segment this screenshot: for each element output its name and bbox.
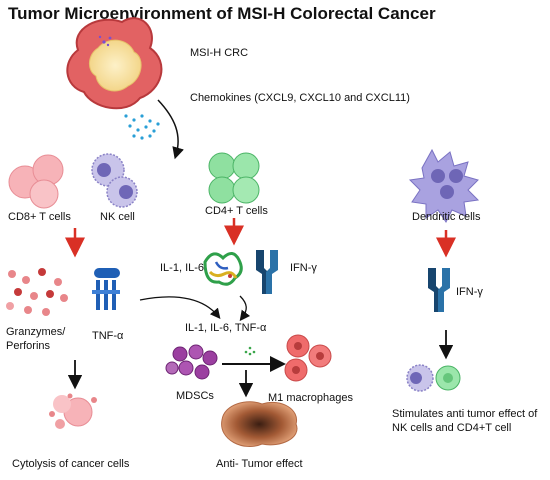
- label-chemokines: Chemokines (CXCL9, CXCL10 and CXCL11): [190, 92, 410, 104]
- label-stimulates-line1: Stimulates anti tumor effect of: [392, 408, 538, 420]
- label-mdscs: MDSCs: [176, 390, 214, 402]
- chemokine-dots: [124, 114, 160, 140]
- cd8-t-cells-icon: [8, 154, 64, 209]
- granzymes-perforins-icon: [6, 268, 68, 316]
- cytokine-dots-small: [244, 346, 256, 356]
- label-anti-tumor-effect: Anti- Tumor effect: [216, 458, 303, 470]
- label-dendritic-cells: Dendritic cells: [412, 211, 481, 223]
- label-m1-macrophages: M1 macrophages: [268, 392, 353, 404]
- label-cytolysis: Cytolysis of cancer cells: [12, 458, 130, 470]
- label-tnf-alpha: TNF-α: [92, 330, 124, 342]
- label-nk-cell: NK cell: [100, 211, 135, 223]
- tnf-merge-arrow: [139, 296, 221, 320]
- anti-tumor-lesion-icon: [221, 401, 298, 448]
- chemokine-arrow: [157, 99, 184, 160]
- label-cd4-t-cells: CD4+ T cells: [205, 205, 268, 217]
- figure-title: Tumor Microenvironment of MSI-H Colorect…: [8, 4, 436, 23]
- ifn-gamma-receptor-icon-right: [428, 268, 450, 312]
- label-msi-h-crc: MSI-H CRC: [190, 47, 249, 59]
- mdscs-icon: [165, 344, 218, 380]
- il1-il6-protein-icon: [203, 252, 243, 286]
- nk-cd4-cells-icon: [406, 364, 461, 392]
- dendritic-cells-icon: [408, 148, 480, 223]
- label-il1-il6: IL-1, IL-6: [160, 262, 205, 274]
- msi-h-crc-tumor-icon: [66, 17, 163, 110]
- label-perforins: Perforins: [6, 340, 51, 352]
- cd4-t-cells-icon: [208, 152, 260, 204]
- label-il-tnf: IL-1, IL-6, TNF-α: [185, 322, 267, 334]
- label-cd8-t-cells: CD8+ T cells: [8, 211, 71, 223]
- tnf-alpha-receptor-icon: [92, 268, 120, 310]
- nk-cells-icon: [91, 153, 138, 208]
- label-granzymes: Granzymes/: [6, 326, 66, 338]
- label-ifn-gamma-mid: IFN-γ: [290, 262, 317, 274]
- cytolysis-cancer-cells-icon: [49, 393, 97, 429]
- ifn-gamma-receptor-icon-mid: [256, 250, 278, 294]
- label-stimulates-line2: NK cells and CD4+T cell: [392, 422, 512, 434]
- label-ifn-gamma-right: IFN-γ: [456, 286, 483, 298]
- m1-macrophages-icon: [284, 334, 332, 382]
- ifn-merge-arrow: [239, 295, 251, 322]
